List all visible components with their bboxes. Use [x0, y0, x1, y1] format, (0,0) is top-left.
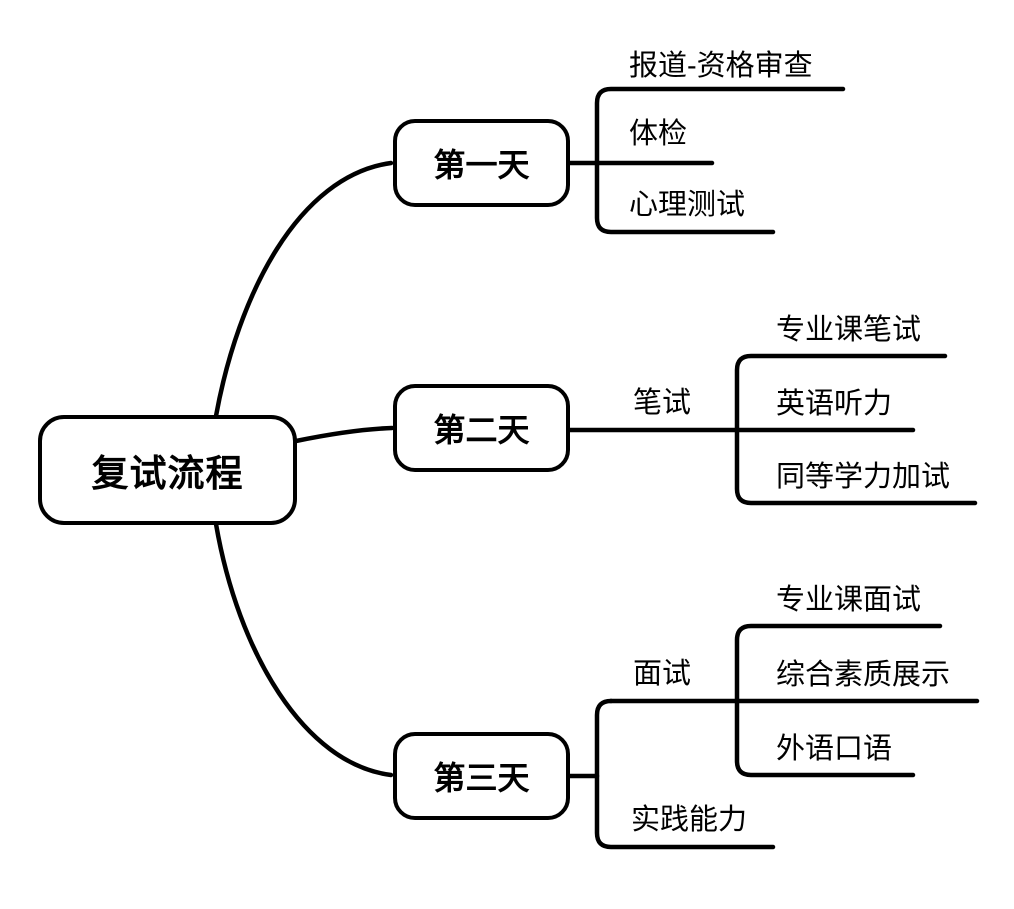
bracket-day3 — [594, 698, 776, 850]
edge-root-day2 — [293, 425, 395, 444]
node-leaf-registration-check[interactable]: 报道-资格审查 — [629, 50, 813, 82]
node-day2[interactable]: 第二天 — [393, 384, 570, 472]
bracket-day3-interview — [734, 623, 943, 778]
node-root[interactable]: 复试流程 — [38, 415, 297, 525]
node-branch-written-test[interactable]: 笔试 — [633, 387, 692, 419]
bracket-day1 — [594, 86, 846, 235]
node-day3[interactable]: 第三天 — [393, 732, 570, 820]
node-branch-interview[interactable]: 面试 — [633, 658, 692, 690]
node-leaf-major-written-test[interactable]: 专业课笔试 — [776, 314, 922, 346]
node-leaf-physical-exam[interactable]: 体检 — [629, 118, 688, 150]
node-leaf-comprehensive-quality[interactable]: 综合素质展示 — [776, 659, 951, 691]
edge-root-day3 — [213, 521, 394, 778]
node-day1[interactable]: 第一天 — [393, 119, 570, 207]
node-leaf-foreign-speaking[interactable]: 外语口语 — [776, 733, 893, 765]
node-leaf-major-interview[interactable]: 专业课面试 — [776, 584, 922, 616]
node-leaf-english-listening[interactable]: 英语听力 — [776, 388, 893, 420]
bracket-day2 — [734, 353, 978, 506]
node-leaf-psych-test[interactable]: 心理测试 — [629, 189, 746, 221]
node-leaf-equivalency-extra-test[interactable]: 同等学力加试 — [776, 461, 951, 493]
node-branch-practical-ability[interactable]: 实践能力 — [631, 804, 748, 836]
edge-root-day1 — [213, 160, 394, 419]
